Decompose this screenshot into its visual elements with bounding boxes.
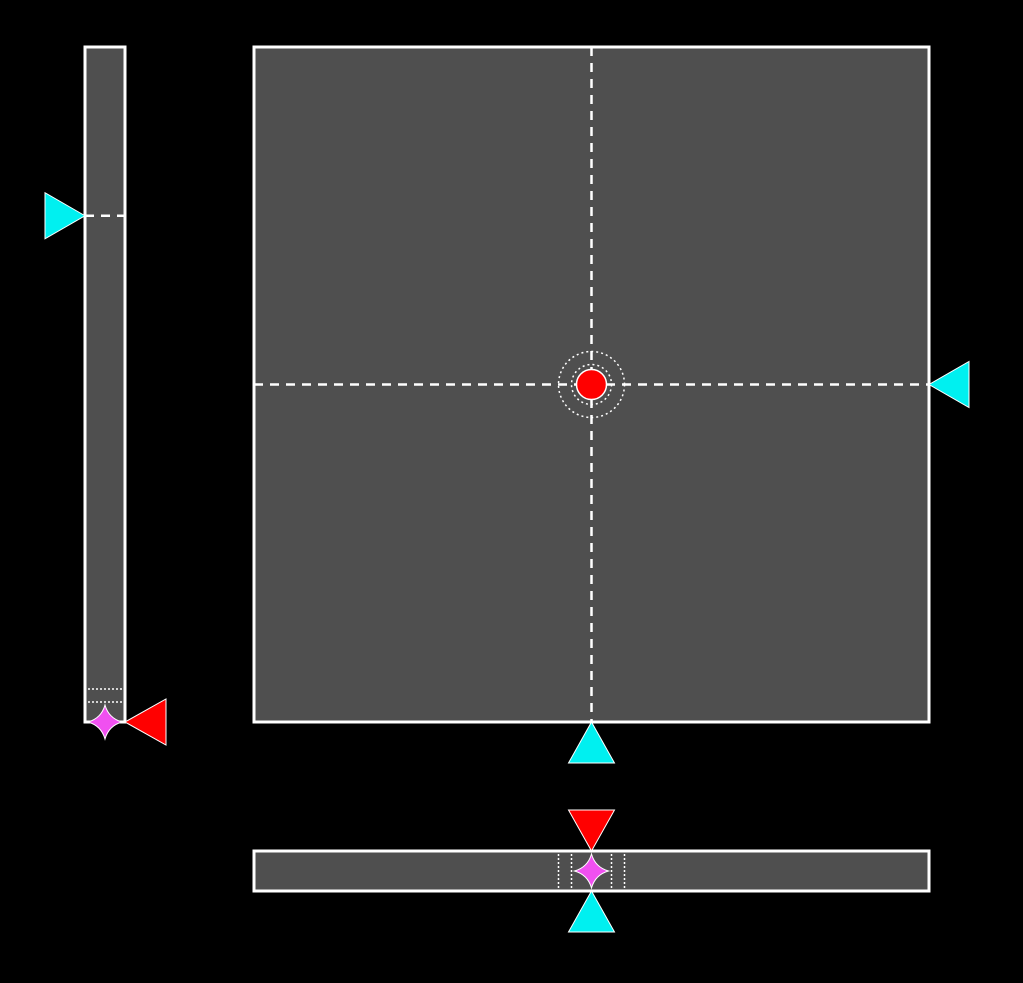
vertical-current-marker (123, 698, 167, 746)
plane-target-x-marker (567, 720, 616, 764)
current-point[interactable] (575, 368, 608, 401)
horizontal-tolerance-lines (557, 854, 626, 888)
vertical-slider[interactable] (44, 45, 167, 746)
vertical-cursor-star-icon[interactable] (86, 703, 124, 741)
horizontal-slider[interactable] (252, 809, 931, 933)
horizontal-current-marker (567, 809, 616, 853)
horizontal-cursor-star-icon[interactable] (572, 852, 611, 890)
tolerance-ring-inner (570, 363, 613, 406)
plane-target-y-marker (927, 360, 970, 409)
vertical-slider-track[interactable] (83, 45, 127, 724)
vertical-target-marker (44, 191, 87, 240)
plane-2d[interactable] (252, 45, 970, 764)
horizontal-target-marker (567, 889, 616, 933)
tolerance-ring-outer (557, 350, 626, 419)
